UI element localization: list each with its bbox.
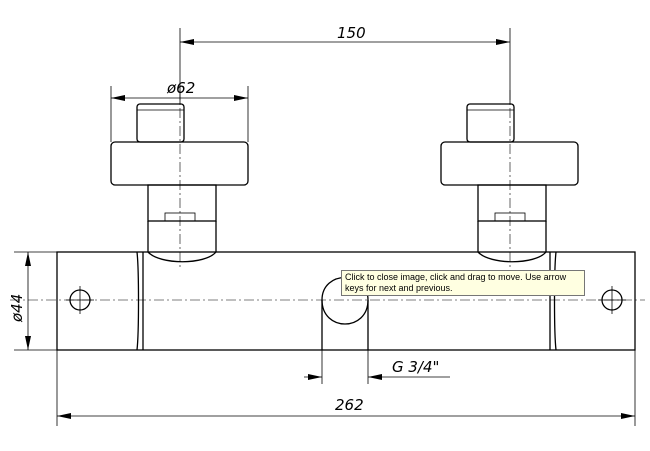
valve-body xyxy=(10,251,645,351)
dim-label-262: 262 xyxy=(335,396,364,414)
dimension-262: 262 xyxy=(56,350,636,426)
image-viewer-tooltip: Click to close image, click and drag to … xyxy=(341,270,585,296)
dim-label-knob: ø62 xyxy=(166,79,195,97)
left-handle xyxy=(110,90,249,268)
left-end-hole xyxy=(66,286,94,314)
dimension-150: 150 xyxy=(179,24,511,104)
dimension-knob-diameter: ø62 xyxy=(110,79,249,142)
dimension-thread: G 3/4" xyxy=(304,350,450,384)
right-handle xyxy=(440,90,579,268)
dimension-body-diameter: ø44 xyxy=(8,251,57,351)
right-end-hole xyxy=(598,286,626,314)
dim-label-body: ø44 xyxy=(8,294,26,323)
dim-label-150: 150 xyxy=(337,24,366,42)
dim-label-thread: G 3/4" xyxy=(392,358,439,376)
